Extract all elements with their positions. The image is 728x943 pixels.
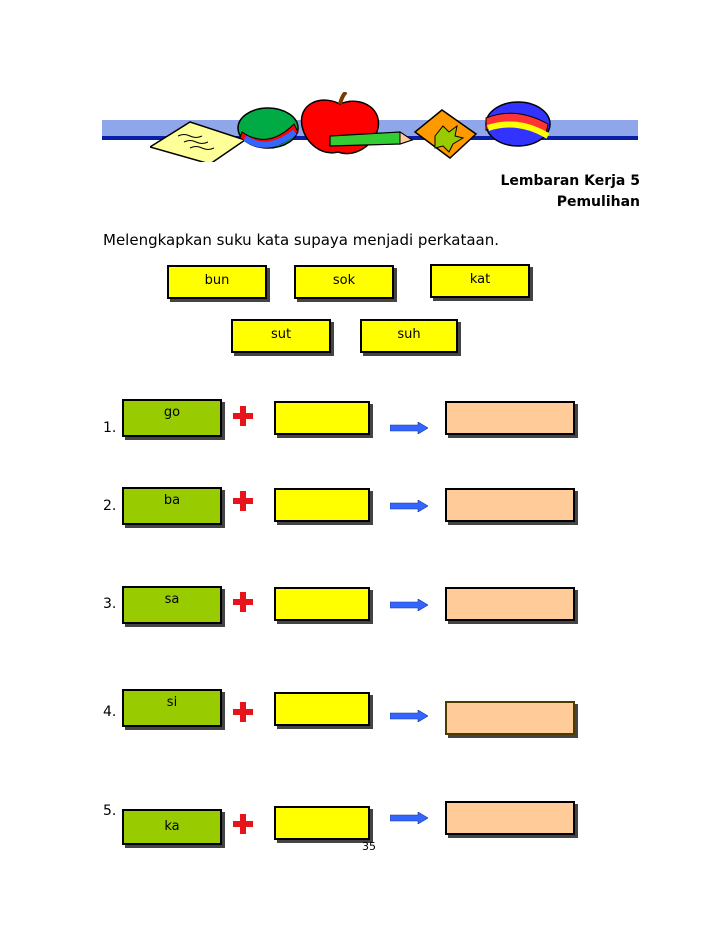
word-bank-item: bun [167,265,267,299]
syllable-text: ba [163,493,181,508]
arrow-right-icon [390,422,428,434]
syllable-text: si [166,695,178,710]
worksheet-title-block: Lembaran Kerja 5 Pemulihan [500,171,640,213]
answer-syllable-blank[interactable] [274,587,370,621]
exercise-number: 2. [103,498,117,514]
plus-icon [233,814,253,834]
answer-word-box[interactable] [445,587,575,621]
answer-word-box[interactable] [445,488,575,522]
answer-word-box[interactable] [445,401,575,435]
paper-note-icon [150,121,247,162]
exercise-number: 3. [103,596,117,612]
worksheet-subtitle: Pemulihan [556,194,640,210]
answer-word-box[interactable] [445,801,575,835]
answer-word-box[interactable] [445,701,575,735]
syllable-box: sa [122,586,222,624]
answer-syllable-blank[interactable] [274,806,370,840]
answer-syllable-blank[interactable] [274,692,370,726]
plus-icon [233,592,253,612]
syllable-text: ka [164,819,180,834]
ball-icon [485,101,551,147]
exercise-number: 5. [103,803,117,819]
exercise-number: 1. [103,420,117,436]
pencil-icon [329,131,414,147]
syllable-box: go [122,399,222,437]
syllable-box: ka [122,809,222,845]
arrow-right-icon [390,812,428,824]
plus-icon [233,406,253,426]
plus-icon [233,491,253,511]
syllable-box: ba [122,487,222,525]
word-bank-item: kat [430,264,530,298]
arrow-right-icon [390,599,428,611]
syllable-box: si [122,689,222,727]
arrow-right-icon [390,500,428,512]
answer-syllable-blank[interactable] [274,401,370,435]
plus-icon [233,702,253,722]
worksheet-title: Lembaran Kerja 5 [500,173,640,189]
answer-syllable-blank[interactable] [274,488,370,522]
syllable-text: sa [164,592,180,607]
syllable-text: go [163,405,181,420]
arrow-right-icon [390,710,428,722]
page-number: 35 [362,840,376,853]
word-bank-item: suh [360,319,458,353]
ball-icon [237,107,299,149]
leaf-card-icon [413,109,478,159]
exercise-number: 4. [103,704,117,720]
word-bank-item: sok [294,265,394,299]
instruction-text: Melengkapkan suku kata supaya menjadi pe… [103,231,500,249]
word-bank-item: sut [231,319,331,353]
header-clipart [150,92,551,162]
